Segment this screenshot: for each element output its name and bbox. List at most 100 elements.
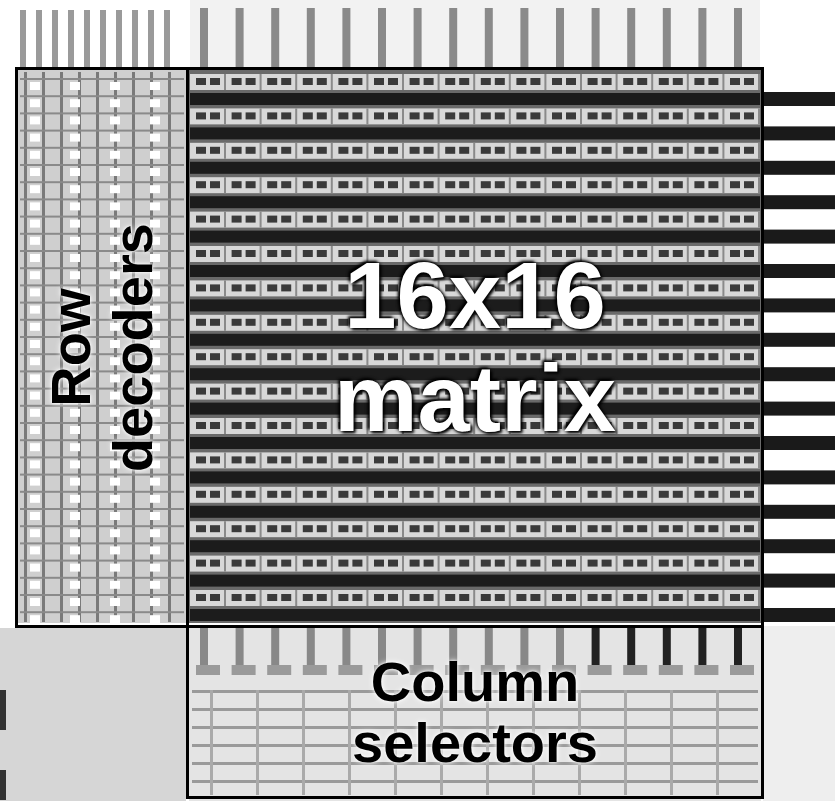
- cell-edge: [402, 452, 404, 468]
- cell-contact: [730, 422, 740, 429]
- cell-edge: [687, 384, 689, 400]
- cell-edge: [402, 108, 404, 124]
- cell-contact: [246, 147, 256, 154]
- cell-contact: [267, 594, 277, 601]
- cell-contact: [445, 456, 455, 463]
- decoder-wire: [20, 491, 184, 493]
- top-bar: [68, 10, 74, 70]
- decoder-cell: [110, 151, 120, 159]
- cell-edge: [651, 590, 653, 606]
- cell-contact: [338, 216, 348, 223]
- cell-edge: [438, 556, 440, 572]
- cell-contact: [673, 147, 683, 154]
- selector-wire: [271, 628, 279, 668]
- cell-contact: [281, 560, 291, 567]
- cell-contact: [623, 388, 633, 395]
- selector-wire: [307, 628, 315, 668]
- top-bar: [84, 10, 90, 70]
- selector-cell: [196, 665, 220, 675]
- cell-contact: [196, 594, 206, 601]
- cell-edge: [651, 280, 653, 296]
- cell-contact: [730, 491, 740, 498]
- cell-edge: [722, 349, 724, 365]
- decoder-cell: [30, 512, 40, 520]
- cell-edge: [366, 74, 368, 90]
- decoder-cell: [70, 151, 80, 159]
- cell-contact: [602, 78, 612, 85]
- cell-contact: [424, 147, 434, 154]
- cell-contact: [352, 594, 362, 601]
- cell-contact: [659, 388, 669, 395]
- cell-contact: [744, 422, 754, 429]
- cell-contact: [659, 216, 669, 223]
- cell-contact: [232, 353, 242, 360]
- cell-contact: [744, 456, 754, 463]
- cell-edge: [402, 590, 404, 606]
- cell-contact: [530, 147, 540, 154]
- cell-edge: [224, 556, 226, 572]
- cell-contact: [388, 181, 398, 188]
- matrix-row: [190, 452, 760, 468]
- decoder-cell: [70, 409, 80, 417]
- cell-contact: [196, 388, 206, 395]
- cell-contact: [281, 594, 291, 601]
- region-label: Row decoders: [40, 198, 163, 498]
- cell-contact: [317, 250, 327, 257]
- row-decoder-box: Row decoders: [15, 67, 189, 628]
- cell-contact: [281, 112, 291, 119]
- right-bar: [763, 92, 835, 106]
- cell-edge: [473, 212, 475, 228]
- cell-edge: [616, 74, 618, 90]
- cell-contact: [267, 181, 277, 188]
- cell-edge: [651, 74, 653, 90]
- cell-edge: [722, 590, 724, 606]
- cell-contact: [495, 456, 505, 463]
- cell-edge: [544, 108, 546, 124]
- cell-contact: [410, 594, 420, 601]
- cell-edge: [331, 521, 333, 537]
- edge-mark: [0, 690, 6, 730]
- selector-wire: [698, 628, 706, 668]
- cell-contact: [637, 181, 647, 188]
- cell-edge: [580, 108, 582, 124]
- cell-edge: [544, 212, 546, 228]
- cell-edge: [758, 280, 760, 296]
- cell-edge: [509, 487, 511, 503]
- cell-edge: [544, 556, 546, 572]
- cell-edge: [331, 590, 333, 606]
- selector-cell: [659, 665, 683, 675]
- cell-contact: [232, 216, 242, 223]
- cell-contact: [516, 456, 526, 463]
- cell-edge: [295, 590, 297, 606]
- cell-contact: [659, 78, 669, 85]
- cell-contact: [602, 147, 612, 154]
- cell-edge: [687, 74, 689, 90]
- cell-contact: [566, 78, 576, 85]
- matrix-wordline: [190, 471, 760, 483]
- cell-contact: [495, 112, 505, 119]
- region-label: 16x16 matrix: [305, 244, 645, 451]
- cell-contact: [530, 78, 540, 85]
- cell-contact: [552, 456, 562, 463]
- cell-contact: [708, 353, 718, 360]
- cell-edge: [260, 487, 262, 503]
- decoder-cell: [150, 478, 160, 486]
- cell-contact: [210, 388, 220, 395]
- decoder-wire: [20, 198, 184, 200]
- cell-contact: [232, 78, 242, 85]
- cell-contact: [673, 78, 683, 85]
- cell-contact: [588, 147, 598, 154]
- decoder-cell: [30, 306, 40, 314]
- cell-edge: [366, 212, 368, 228]
- cell-edge: [687, 212, 689, 228]
- decoder-cell: [110, 546, 120, 554]
- cell-contact: [445, 181, 455, 188]
- cell-edge: [758, 418, 760, 434]
- selector-wire: [592, 628, 600, 668]
- cell-edge: [616, 143, 618, 159]
- decoder-wire: [168, 72, 171, 622]
- cell-contact: [424, 491, 434, 498]
- cell-contact: [445, 147, 455, 154]
- cell-contact: [623, 353, 633, 360]
- selector-wire: [348, 690, 351, 795]
